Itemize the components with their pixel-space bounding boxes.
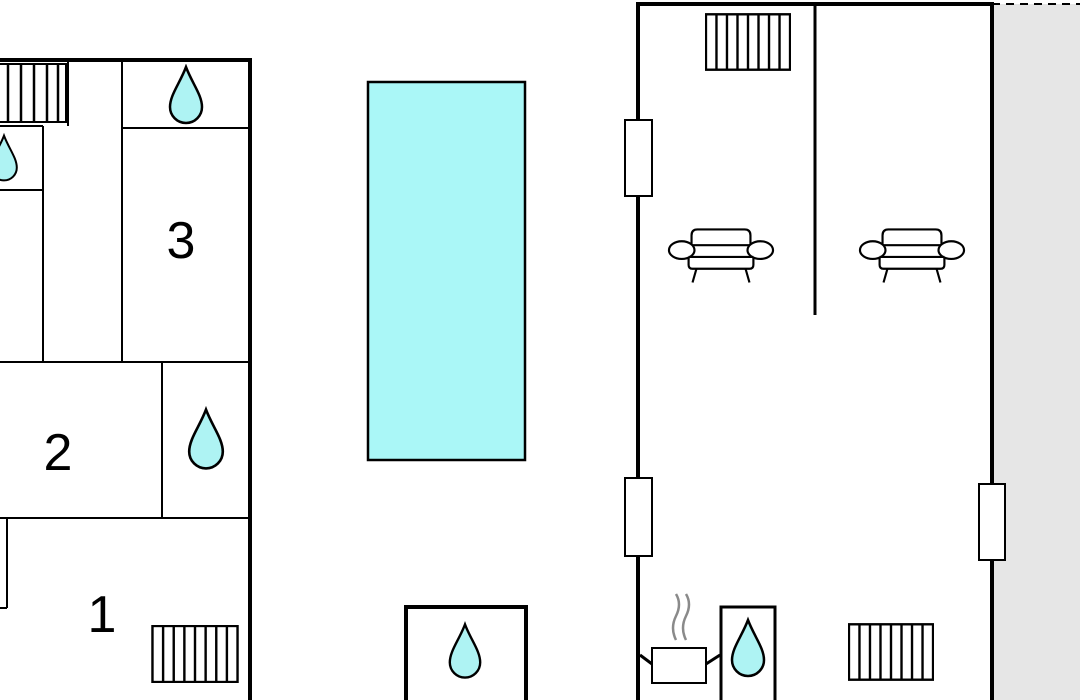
water-drop-icon [187,408,225,470]
right-building [624,2,1006,700]
staircase-icon [0,63,67,123]
room-label-2: 2 [44,424,73,482]
radiator-icon [848,623,934,681]
stove-icon [639,593,721,684]
left-building: 3 2 1 [0,58,252,700]
sink-area [719,605,777,700]
window-icon [978,483,1006,561]
sofa-icon [667,228,775,284]
radiator-icon [151,625,239,683]
swimming-pool [366,80,527,462]
window-icon [624,477,653,557]
outdoor-shower [404,605,528,700]
left-building-outer-wall [0,58,252,700]
room-label-1: 1 [88,586,117,644]
water-drop-icon [448,623,482,679]
water-drop-icon [168,65,204,125]
water-drop-icon [0,134,19,182]
sofa-icon [858,228,966,284]
left-building-internal-walls [0,60,250,609]
room-label-3: 3 [167,212,196,270]
terrace [992,3,1080,700]
window-icon [624,119,653,197]
radiator-icon [705,13,791,71]
